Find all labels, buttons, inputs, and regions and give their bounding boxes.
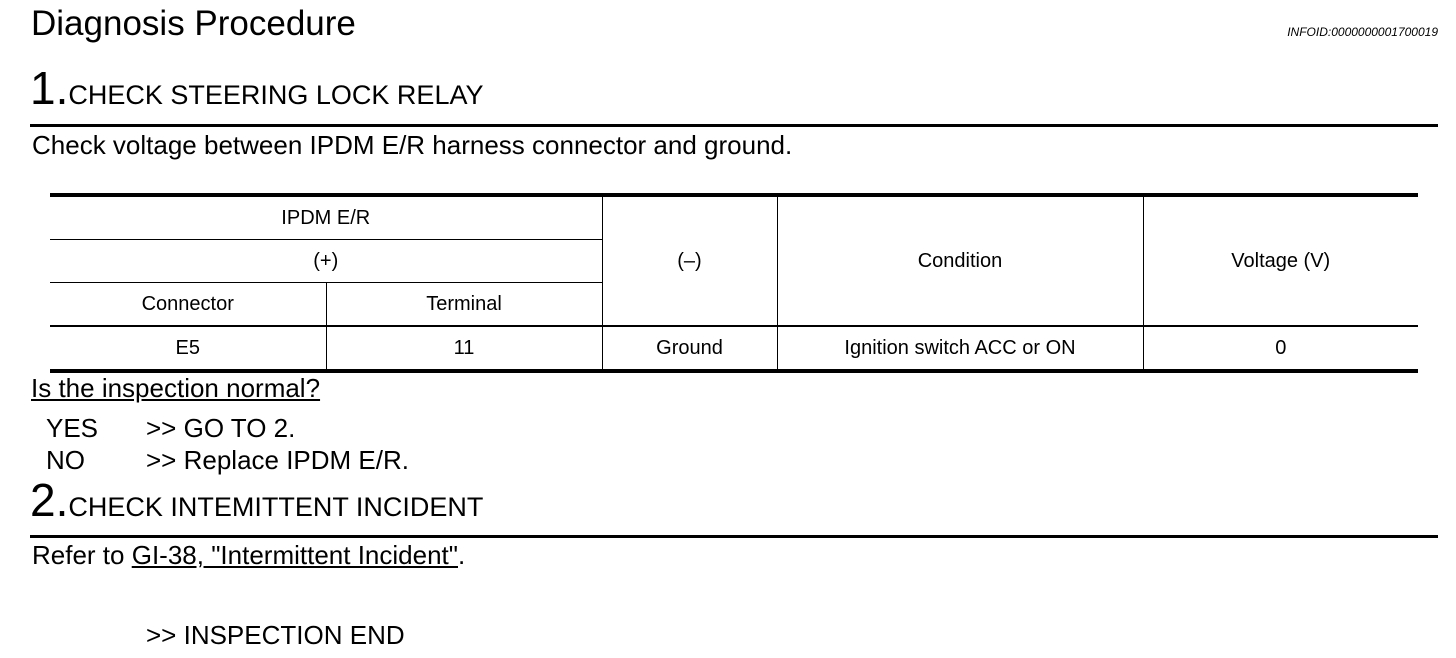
step-2-instruction: Refer to GI-38, "Intermittent Incident". xyxy=(32,540,465,570)
step-2-title: CHECK INTEMITTENT INCIDENT xyxy=(68,492,484,522)
step-1-number: 1. xyxy=(30,62,69,114)
step-2-number: 2. xyxy=(30,474,69,526)
negative-cell: Ground xyxy=(601,325,778,372)
refer-suffix: . xyxy=(458,540,466,570)
info-id: INFOID:0000000001700019 xyxy=(1287,25,1438,39)
intermittent-incident-link[interactable]: GI-38, "Intermittent Incident" xyxy=(131,540,458,570)
condition-header: Condition xyxy=(776,194,1144,327)
step-2-divider xyxy=(30,535,1438,538)
answer-no-key: NO xyxy=(46,445,85,475)
answer-no-action: >> Replace IPDM E/R. xyxy=(146,445,409,475)
step-1-divider xyxy=(30,124,1438,127)
inspection-question: Is the inspection normal? xyxy=(31,373,321,403)
voltage-check-table: IPDM E/R (–) Condition Voltage (V) (+) C… xyxy=(50,193,1418,373)
voltage-cell: 0 xyxy=(1142,325,1418,372)
step-2-heading: 2.CHECK INTEMITTENT INCIDENT xyxy=(30,474,483,533)
ipdm-er-header: IPDM E/R xyxy=(50,194,603,240)
connector-cell: E5 xyxy=(50,325,327,372)
negative-header: (–) xyxy=(601,194,778,327)
step-1-title: CHECK STEERING LOCK RELAY xyxy=(68,80,484,110)
terminal-cell: 11 xyxy=(325,325,603,372)
answer-no: NO >> Replace IPDM E/R. xyxy=(0,445,600,475)
connector-header: Connector xyxy=(50,282,327,327)
voltage-header: Voltage (V) xyxy=(1142,194,1418,327)
refer-prefix: Refer to xyxy=(32,540,132,570)
table-row: E5 11 Ground Ignition switch ACC or ON 0 xyxy=(50,325,1418,372)
positive-header: (+) xyxy=(50,239,603,283)
terminal-header: Terminal xyxy=(325,282,603,327)
answer-yes-key: YES xyxy=(46,413,99,443)
inspection-end: >> INSPECTION END xyxy=(146,620,405,650)
step-1-instruction: Check voltage between IPDM E/R harness c… xyxy=(32,130,793,160)
answer-yes-action: >> GO TO 2. xyxy=(146,413,296,443)
page-title: Diagnosis Procedure xyxy=(31,4,356,43)
condition-cell: Ignition switch ACC or ON xyxy=(776,325,1144,372)
step-1-heading: 1.CHECK STEERING LOCK RELAY xyxy=(30,62,483,121)
answer-yes: YES >> GO TO 2. xyxy=(0,413,600,443)
